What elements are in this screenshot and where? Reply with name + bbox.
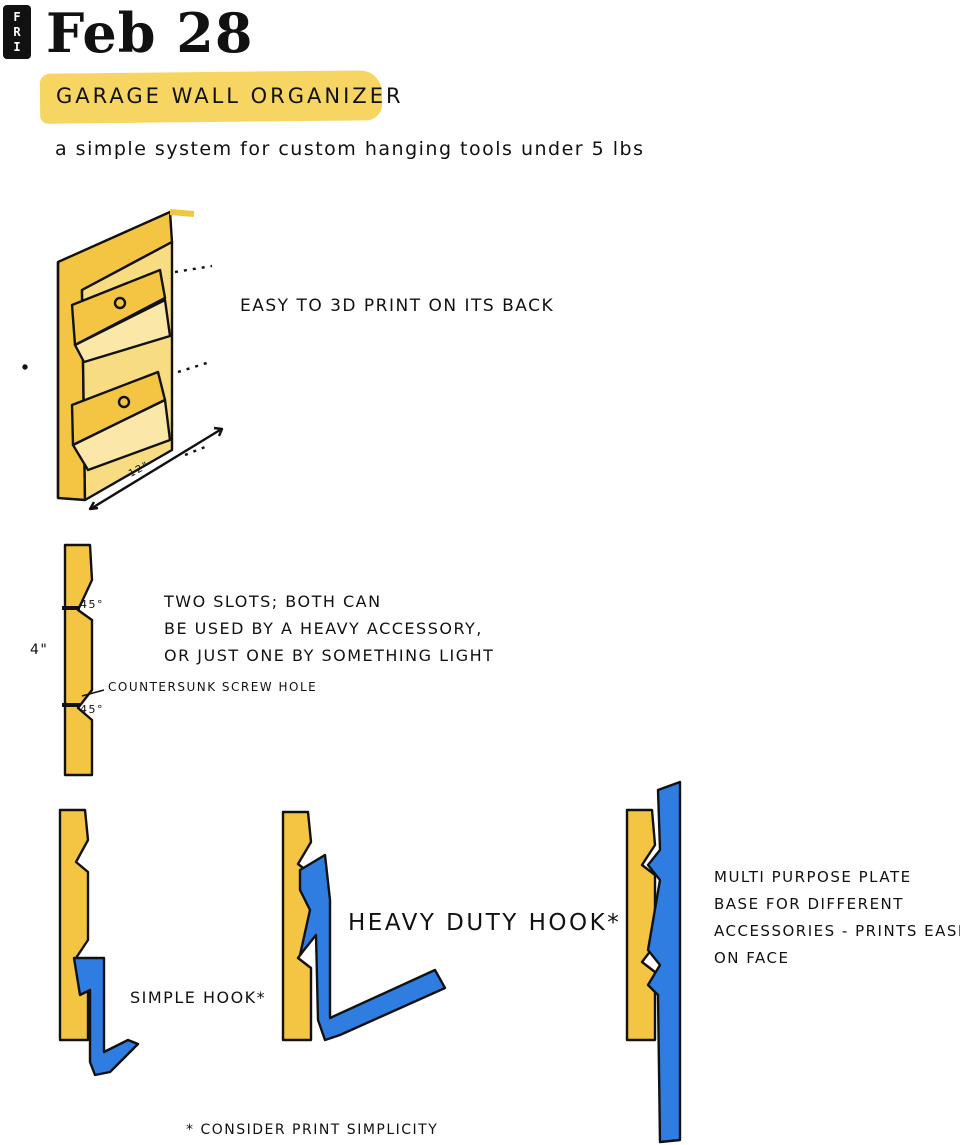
profile-description-line: TWO SLOTS; BOTH CAN [164,592,382,611]
day-badge: F R I [3,5,31,59]
multi-plate-line: MULTI PURPOSE PLATE [714,868,912,886]
page-subtitle: a simple system for custom hanging tools… [55,138,645,160]
profile-height-label: 4" [30,642,49,658]
page-title: GARAGE WALL ORGANIZER [56,84,404,108]
heavy-hook-label: HEAVY DUTY HOOK* [348,910,622,936]
profile-angle-bottom: 45° [80,703,104,716]
multi-plate-line: ACCESSORIES - PRINTS EASILY [714,922,960,940]
page-date: Feb 28 [46,1,254,65]
footnote: * CONSIDER PRINT SIMPLICITY [186,1122,439,1138]
multi-plate-drawing [625,780,682,1144]
simple-hook-drawing [58,808,140,1077]
day-letter: F [13,9,21,24]
profile-angle-top: 45° [80,598,104,611]
day-letter: I [13,39,21,54]
heavy-hook-drawing [281,810,447,1042]
profile-description-line: BE USED BY A HEAVY ACCESSORY, [164,619,483,638]
panel-caption: EASY TO 3D PRINT ON ITS BACK [240,296,555,316]
hole-label: COUNTERSUNK SCREW HOLE [108,680,318,694]
multi-plate-description: MULTI PURPOSE PLATE BASE FOR DIFFERENT A… [714,864,960,972]
profile-drawing [62,543,105,777]
profile-description: TWO SLOTS; BOTH CAN BE USED BY A HEAVY A… [164,588,494,669]
simple-hook-label: SIMPLE HOOK* [130,988,267,1007]
multi-plate-line: BASE FOR DIFFERENT [714,895,904,913]
multi-plate-line: ON FACE [714,949,790,967]
panel-3d-drawing [22,209,224,511]
day-letter: R [13,24,21,39]
profile-description-line: OR JUST ONE BY SOMETHING LIGHT [164,646,495,665]
